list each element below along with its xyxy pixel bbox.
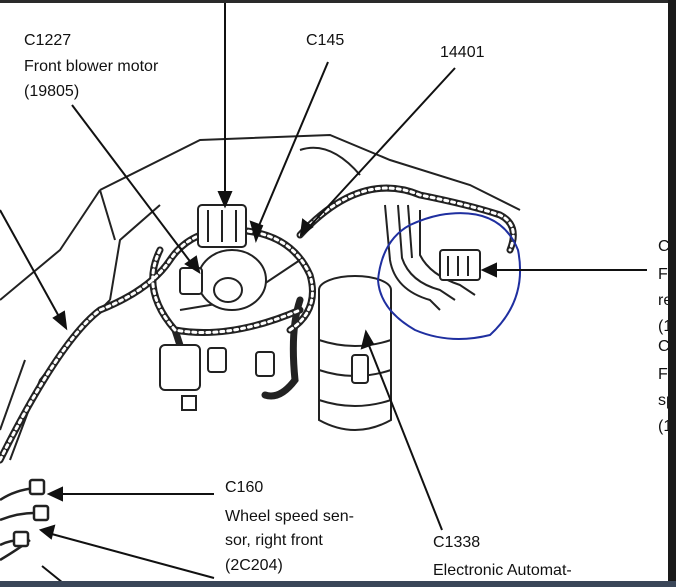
leader-lines [0, 0, 647, 587]
part-14401: 14401 [440, 44, 485, 61]
right-label-5: C [658, 338, 670, 355]
c160-code: C160 [225, 479, 264, 496]
sensor-wires [0, 478, 50, 562]
annotation-circle [376, 212, 522, 340]
c1227-code: C1227 [24, 32, 72, 49]
frame-edge-right [668, 0, 676, 587]
c160-line1: Wheel speed sen- [225, 508, 354, 525]
c160-line2: sor, right front [225, 532, 323, 549]
frame-edge-top [0, 0, 676, 3]
c1227-part-number: (19805) [24, 83, 80, 100]
frame-edge-bottom [0, 581, 676, 587]
hoses [384, 204, 481, 311]
c160-part-number: (2C204) [225, 557, 283, 574]
c1227-description: Front blower motor [24, 58, 159, 75]
canister [318, 275, 392, 431]
c1338-description: Electronic Automat- [433, 562, 572, 579]
blower-motor [197, 204, 267, 311]
c145-code: C145 [306, 32, 345, 49]
c1338-code: C1338 [433, 534, 481, 551]
